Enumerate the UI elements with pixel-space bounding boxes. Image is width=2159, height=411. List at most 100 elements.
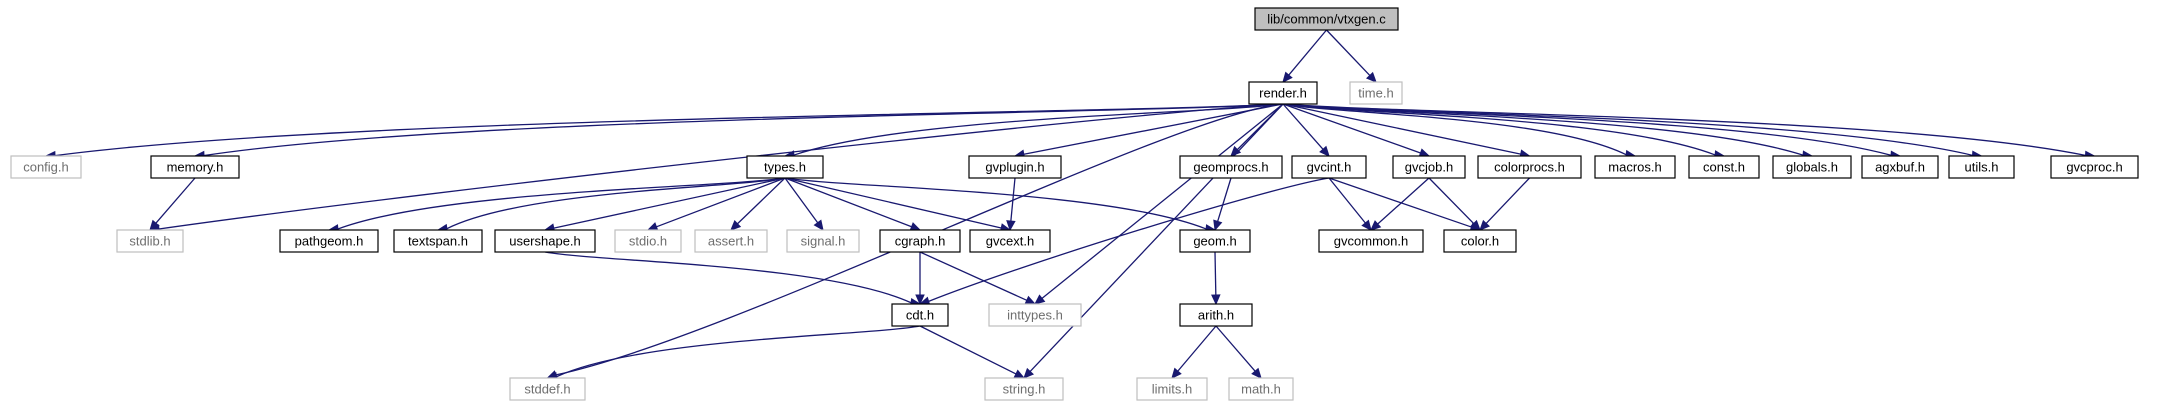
node-globals[interactable]: globals.h: [1772, 155, 1852, 179]
node-label-stdio: stdio.h: [629, 234, 667, 249]
edge-types-to-cgraph: [784, 177, 912, 228]
edge-render-to-types: [793, 103, 1284, 156]
node-vtxgen[interactable]: lib/common/vtxgen.c: [1254, 7, 1399, 31]
node-box-cgraph: [879, 229, 961, 253]
edge-arrowhead-gvcint-to-gvcommon: [1361, 219, 1372, 231]
node-limits: limits.h: [1136, 377, 1208, 401]
node-box-signal: [786, 229, 860, 253]
node-inttypes: inttypes.h: [988, 303, 1082, 327]
node-cgraph[interactable]: cgraph.h: [879, 229, 961, 253]
edge-geomprocs-to-geom: [1217, 177, 1232, 222]
node-gvcproc[interactable]: gvcproc.h: [2050, 155, 2139, 179]
node-color[interactable]: color.h: [1443, 229, 1517, 253]
node-types[interactable]: types.h: [746, 155, 824, 179]
edge-types-to-geom: [784, 177, 1207, 230]
node-label-cgraph: cgraph.h: [895, 234, 946, 249]
node-label-gvcproc: gvcproc.h: [2066, 160, 2122, 175]
edge-types-to-signal: [784, 177, 819, 224]
edge-types-to-textspan: [446, 177, 786, 230]
node-cdt[interactable]: cdt.h: [891, 303, 949, 327]
node-arith[interactable]: arith.h: [1179, 303, 1253, 327]
edge-arrowhead-vtxgen-to-time: [1365, 71, 1377, 83]
edge-arrowhead-cgraph-to-inttypes: [1024, 295, 1037, 305]
node-box-gvcext: [969, 229, 1051, 253]
edge-colorprocs-to-color: [1485, 177, 1530, 224]
node-label-arith: arith.h: [1198, 308, 1234, 323]
node-const[interactable]: const.h: [1688, 155, 1760, 179]
edge-arrowhead-arith-to-limits: [1171, 367, 1182, 379]
node-label-geomprocs: geomprocs.h: [1193, 160, 1268, 175]
node-box-render: [1248, 81, 1318, 105]
node-gvcext[interactable]: gvcext.h: [969, 229, 1051, 253]
node-label-geom: geom.h: [1193, 234, 1236, 249]
node-stdio: stdio.h: [614, 229, 682, 253]
node-label-inttypes: inttypes.h: [1007, 308, 1063, 323]
edge-arrowhead-arith-to-math: [1251, 367, 1262, 379]
node-box-agxbuf: [1861, 155, 1939, 179]
node-stddef: stddef.h: [509, 377, 586, 401]
node-gvcommon[interactable]: gvcommon.h: [1318, 229, 1424, 253]
node-textspan[interactable]: textspan.h: [393, 229, 483, 253]
edge-memory-to-stdlib: [155, 177, 196, 224]
edge-gvcjob-to-color: [1428, 177, 1475, 225]
edge-arrowhead-gvplugin-to-gvcext: [1006, 220, 1016, 232]
node-label-colorprocs: colorprocs.h: [1494, 160, 1565, 175]
node-string: string.h: [984, 377, 1064, 401]
edge-render-to-const: [1282, 103, 1716, 156]
node-box-string: [984, 377, 1064, 401]
node-box-pathgeom: [279, 229, 379, 253]
edge-arith-to-limits: [1177, 325, 1217, 372]
node-gvcint[interactable]: gvcint.h: [1291, 155, 1367, 179]
node-colorprocs[interactable]: colorprocs.h: [1477, 155, 1582, 179]
edge-cgraph-to-inttypes: [919, 251, 1028, 301]
node-label-gvcommon: gvcommon.h: [1334, 234, 1408, 249]
node-gvcjob[interactable]: gvcjob.h: [1392, 155, 1466, 179]
node-memory[interactable]: memory.h: [150, 155, 240, 179]
node-render[interactable]: render.h: [1248, 81, 1318, 105]
node-math: math.h: [1228, 377, 1294, 401]
edge-gvplugin-to-gvcext: [1010, 177, 1016, 222]
edge-render-to-colorprocs: [1282, 103, 1521, 155]
node-time: time.h: [1349, 81, 1403, 105]
node-label-assert: assert.h: [708, 234, 754, 249]
node-macros[interactable]: macros.h: [1594, 155, 1676, 179]
node-agxbuf[interactable]: agxbuf.h: [1861, 155, 1939, 179]
node-label-string: string.h: [1003, 382, 1046, 397]
node-label-gvcext: gvcext.h: [986, 234, 1034, 249]
node-label-memory: memory.h: [167, 160, 224, 175]
node-label-textspan: textspan.h: [408, 234, 468, 249]
edge-arrowhead-render-to-gvcint: [1319, 145, 1330, 157]
node-utils[interactable]: utils.h: [1948, 155, 2015, 179]
node-label-math: math.h: [1241, 382, 1281, 397]
edge-render-to-memory: [203, 103, 1284, 157]
node-gvplugin[interactable]: gvplugin.h: [968, 155, 1062, 179]
node-box-const: [1688, 155, 1760, 179]
node-geomprocs[interactable]: geomprocs.h: [1179, 155, 1283, 179]
edge-arrowhead-colorprocs-to-color: [1479, 219, 1491, 231]
edge-types-to-usershape: [553, 177, 786, 229]
edge-gvcjob-to-gvcommon: [1377, 177, 1430, 225]
node-box-arith: [1179, 303, 1253, 327]
edge-arrowhead-gvcjob-to-gvcommon: [1370, 220, 1382, 231]
edge-vtxgen-to-render: [1288, 29, 1327, 76]
edge-geom-to-arith: [1214, 251, 1217, 296]
edge-arrowhead-render-to-string: [1023, 367, 1034, 379]
node-box-cdt: [891, 303, 949, 327]
node-label-render: render.h: [1259, 86, 1307, 101]
node-label-utils: utils.h: [1965, 160, 1999, 175]
node-pathgeom[interactable]: pathgeom.h: [279, 229, 379, 253]
node-box-geomprocs: [1179, 155, 1283, 179]
edge-arrowhead-vtxgen-to-render: [1282, 71, 1293, 83]
node-usershape[interactable]: usershape.h: [494, 229, 596, 253]
node-geom[interactable]: geom.h: [1179, 229, 1251, 253]
node-assert: assert.h: [694, 229, 768, 253]
node-box-types: [746, 155, 824, 179]
node-box-assert: [694, 229, 768, 253]
nodes-layer: lib/common/vtxgen.c render.h time.h config.…: [10, 7, 2139, 401]
node-box-gvcint: [1291, 155, 1367, 179]
node-box-time: [1349, 81, 1403, 105]
node-box-stdio: [614, 229, 682, 253]
node-label-config: config.h: [23, 160, 69, 175]
edge-usershape-to-cdt: [544, 251, 912, 304]
edge-vtxgen-to-time: [1326, 29, 1371, 76]
